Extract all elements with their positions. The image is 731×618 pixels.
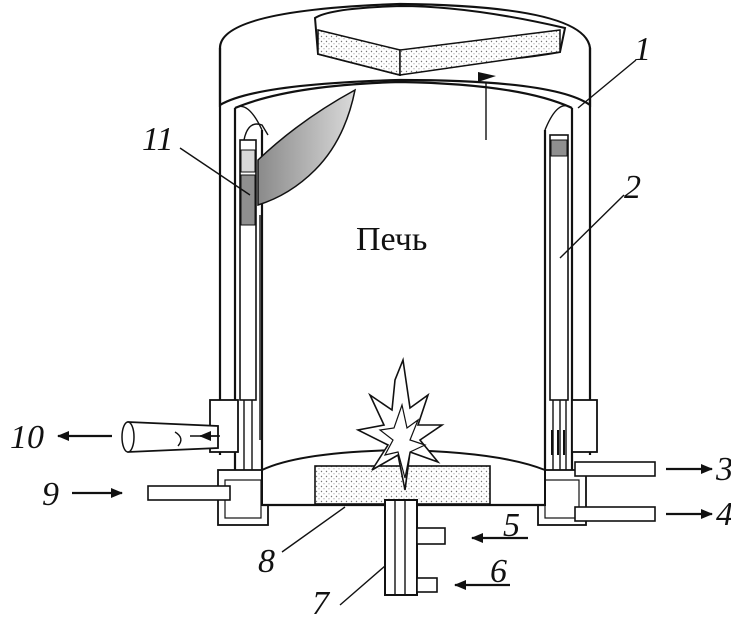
- leader-7: [339, 565, 386, 606]
- callout-11: 11: [142, 121, 173, 158]
- burner-flame: [355, 356, 445, 491]
- right-pipes: [574, 461, 656, 522]
- leader-2: [559, 194, 625, 259]
- right-tube-bundle: [549, 134, 569, 470]
- lid-plug: [313, 4, 567, 77]
- callout-10: 10: [10, 419, 44, 456]
- burner-pipe: [384, 499, 446, 596]
- furnace-label: Печь: [356, 221, 427, 258]
- leader-1: [577, 59, 637, 109]
- callout-8: 8: [258, 543, 275, 580]
- callout-7: 7: [312, 585, 331, 618]
- leader-8: [281, 506, 346, 553]
- leader-lines: [179, 59, 637, 606]
- callout-9: 9: [42, 476, 59, 513]
- leader-11: [179, 147, 251, 196]
- left-tube-bundle: [239, 88, 357, 470]
- callout-5: 5: [503, 507, 520, 544]
- callout-1: 1: [634, 31, 651, 68]
- outer-shell: [218, 2, 592, 455]
- callout-6: 6: [490, 553, 507, 590]
- flow-arrows: [57, 431, 713, 590]
- callout-4: 4: [716, 496, 731, 533]
- callout-3: 3: [715, 451, 731, 488]
- callout-2: 2: [624, 169, 641, 206]
- left-pipes: [121, 421, 231, 501]
